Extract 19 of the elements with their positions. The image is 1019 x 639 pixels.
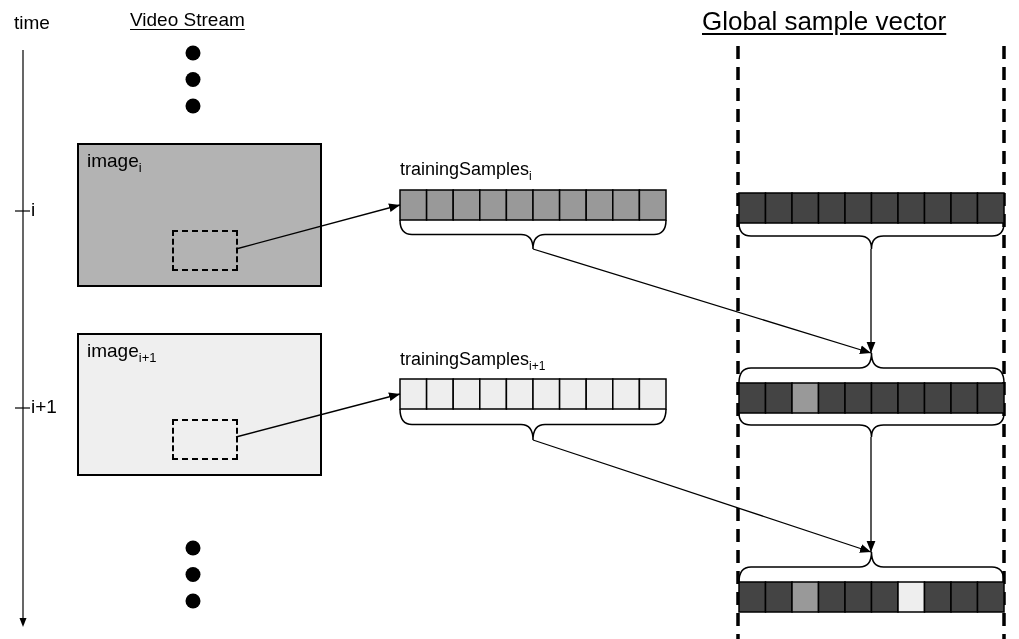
dashed-region-box	[172, 230, 238, 271]
arrow	[532, 439, 872, 553]
text-label: i+1	[31, 397, 57, 418]
image-frame	[77, 333, 322, 476]
image-label: image$_{i+1}$	[87, 341, 157, 366]
arrow	[866, 248, 876, 354]
array-heading: trainingSamples$_{i}$	[400, 160, 532, 183]
image-label: image$_{i}$	[87, 151, 142, 176]
arrow	[235, 203, 401, 250]
text-label: time	[14, 13, 50, 34]
arrow	[532, 248, 872, 354]
text-label: Video Stream	[130, 10, 245, 31]
image-frame	[77, 143, 322, 287]
array-heading: trainingSamples$_{i+1}$	[400, 350, 546, 373]
text-label: Global sample vector	[702, 7, 947, 36]
arrow	[866, 436, 876, 553]
arrow	[235, 392, 401, 438]
dashed-region-box	[172, 419, 238, 460]
text-label: i	[31, 200, 36, 221]
